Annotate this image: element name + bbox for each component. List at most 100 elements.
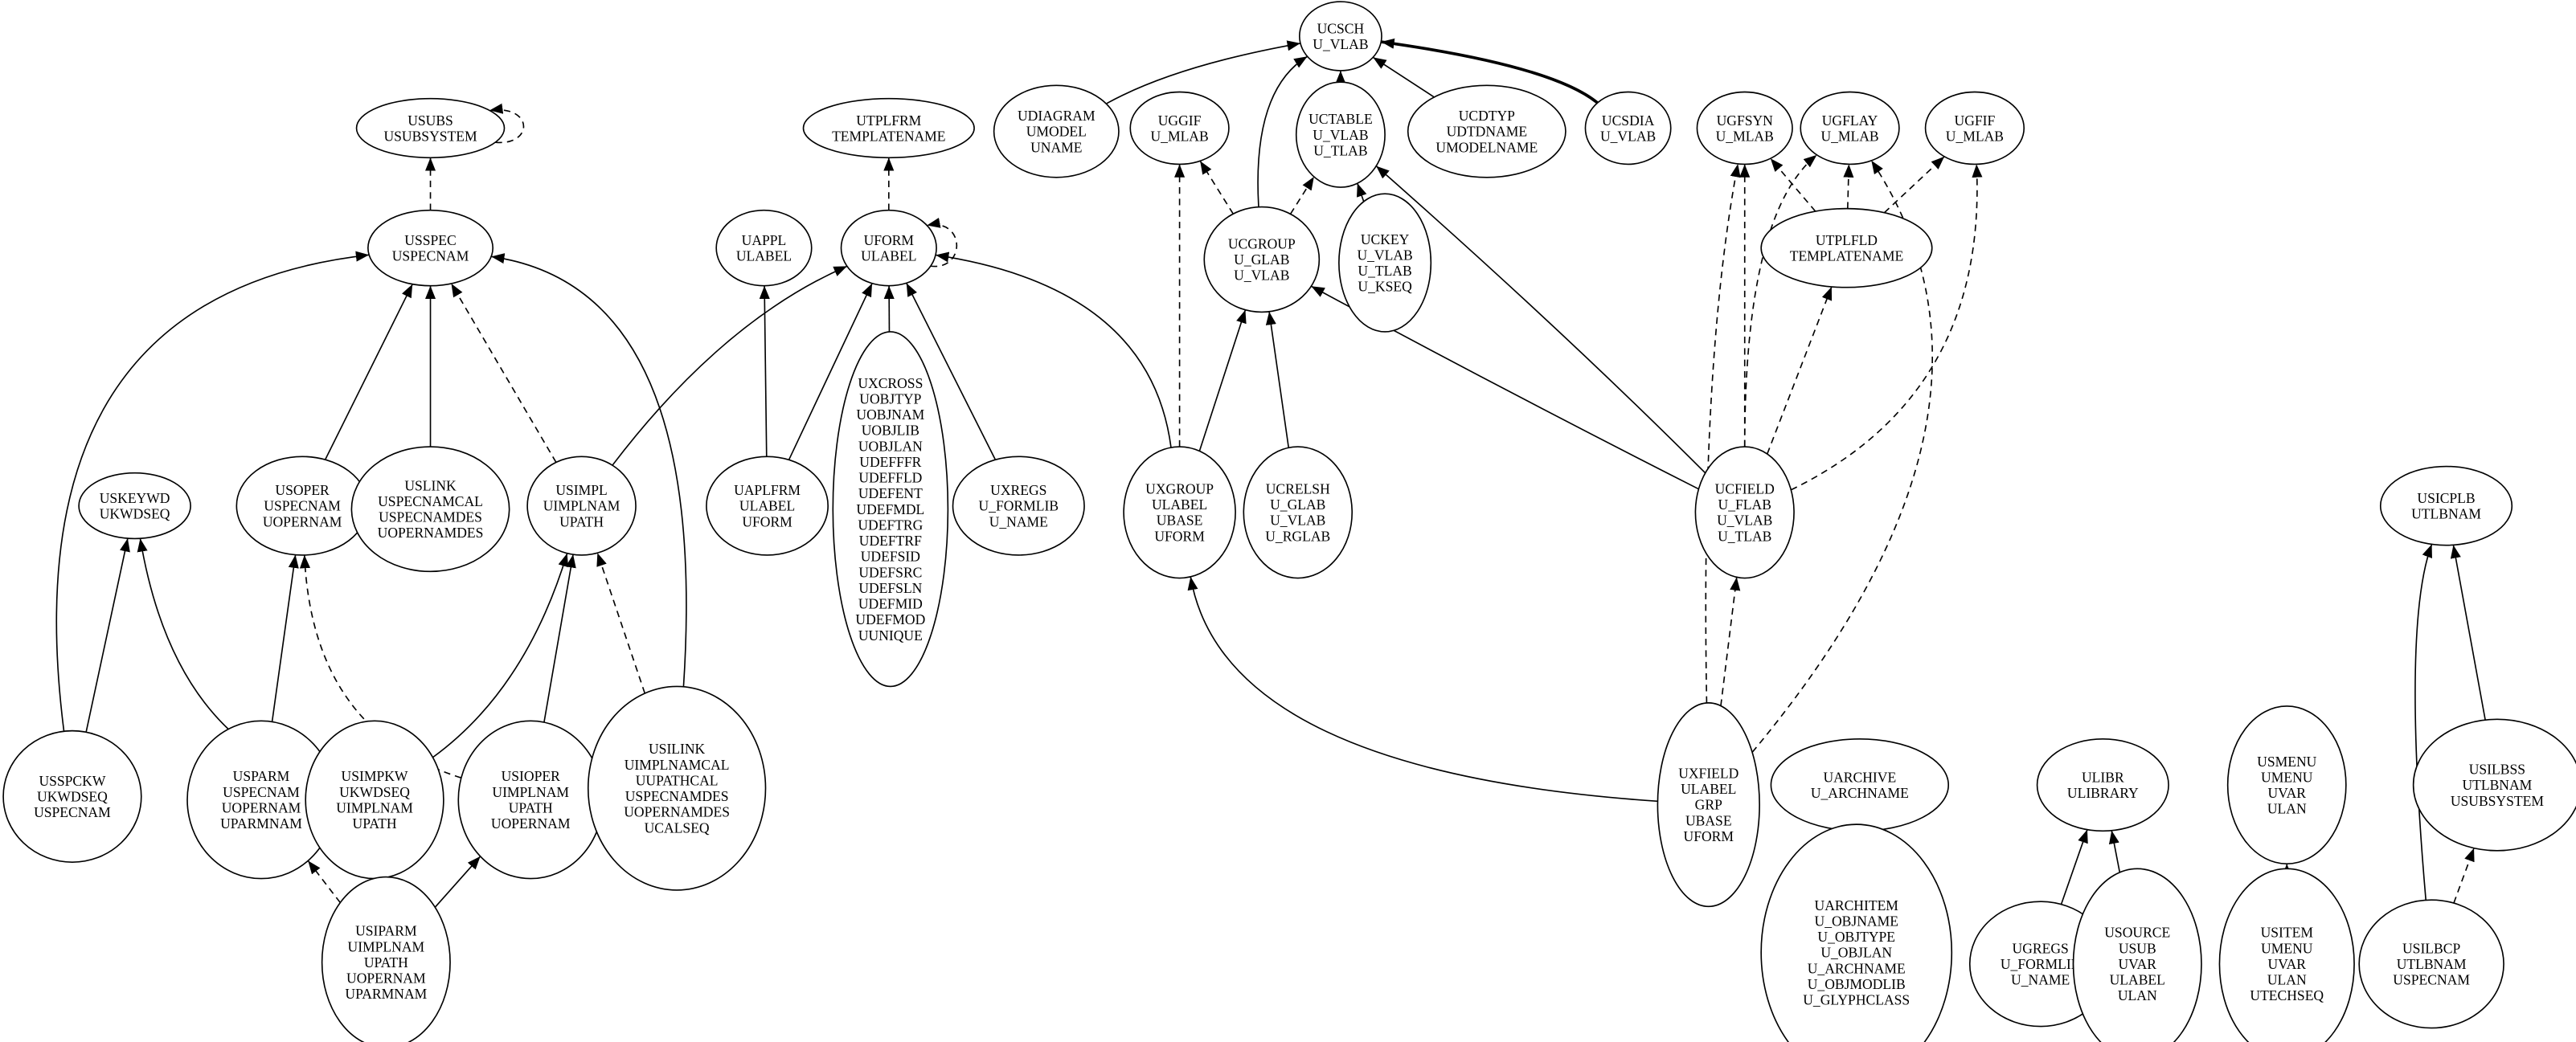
edge-usspckw-to-usspec (55, 251, 370, 732)
node-shape (1657, 702, 1760, 908)
node-usilink[interactable]: USILINKUIMPLNAMCALUUPATHCALUSPECNAMDESUO… (587, 685, 767, 891)
node-field: UVAR (2268, 785, 2307, 801)
node-uxcross[interactable]: UXCROSSUOBJTYPUOBJNAMUOBJLIBUOBJLANUDEFF… (832, 331, 949, 688)
edge-ucsdia-to-ucsch (1381, 38, 1599, 104)
node-field: ULAN (2267, 801, 2307, 817)
node-field: UVAR (2119, 956, 2157, 972)
edge-ugregs-to-ulibr (2060, 829, 2088, 905)
node-shape (2218, 868, 2355, 1042)
node-field: U_MLAB (1946, 128, 2004, 144)
node-field: UBASE (1157, 513, 1203, 529)
node-shape (1338, 193, 1432, 333)
node-shape (321, 876, 451, 1042)
node-title: USIPARM (355, 923, 417, 939)
edge-usparm-to-usoper (271, 554, 299, 722)
node-title: UCSDIA (1602, 112, 1655, 129)
node-field: UIMPLNAM (348, 938, 425, 954)
node-shape (1760, 207, 1933, 288)
node-field: UUNIQUE (858, 627, 923, 644)
node-field: UNAME (1030, 139, 1082, 155)
node-shape (1123, 446, 1236, 579)
node-shape (706, 456, 829, 556)
edge-usioper-to-usimpl (543, 554, 576, 723)
node-shape (1924, 91, 2025, 165)
node-field: UMENU (2261, 769, 2313, 785)
node-shape (1407, 84, 1566, 178)
node-field: UTLBNAM (2397, 956, 2467, 972)
node-field: ULABEL (736, 248, 792, 264)
node-field: U_GLAB (1234, 251, 1289, 268)
node-field: UDEFTRF (859, 533, 922, 549)
node-field: UOBJLIB (862, 423, 919, 439)
node-shape (526, 456, 637, 556)
node-field: UOPERNAMDES (378, 525, 484, 541)
node-field: UDEFSID (861, 549, 920, 565)
node-title: UCTABLE (1308, 111, 1373, 127)
node-field: U_MLAB (1820, 128, 1878, 144)
edge-uaplfrm-to-uappl (759, 285, 770, 457)
node-field: USPECNAMDES (379, 509, 482, 525)
node-shape (993, 84, 1120, 178)
node-field: UPATH (509, 799, 553, 815)
node-title: UGFLAY (1822, 112, 1878, 129)
node-field: USUBSYSTEM (2451, 793, 2545, 809)
node-field: UPARMNAM (220, 815, 302, 832)
edge-usubs-to-usubs (489, 103, 525, 144)
node-field: U_VLAB (1234, 268, 1289, 284)
node-field: UOPERNAM (222, 799, 301, 815)
node-field: U_KSEQ (1358, 279, 1412, 295)
node-title: UXGROUP (1145, 480, 1214, 496)
edge-usiparm-to-usioper (434, 856, 481, 908)
node-field: UFORM (1154, 528, 1205, 544)
edge-uxregs-to-uform (906, 282, 997, 460)
node-uarchitem[interactable]: UARCHITEMU_OBJNAMEU_OBJTYPEU_OBJLANU_ARC… (1760, 823, 1953, 1042)
node-title: USOURCE (2104, 925, 2170, 941)
node-shape (1584, 91, 1672, 165)
node-field: UKWDSEQ (339, 784, 410, 800)
node-field: UOPERNAMDES (624, 804, 730, 820)
node-field: U_OBJNAME (1815, 913, 1898, 929)
edge-ucrelsh-to-ucgroup (1265, 311, 1290, 448)
